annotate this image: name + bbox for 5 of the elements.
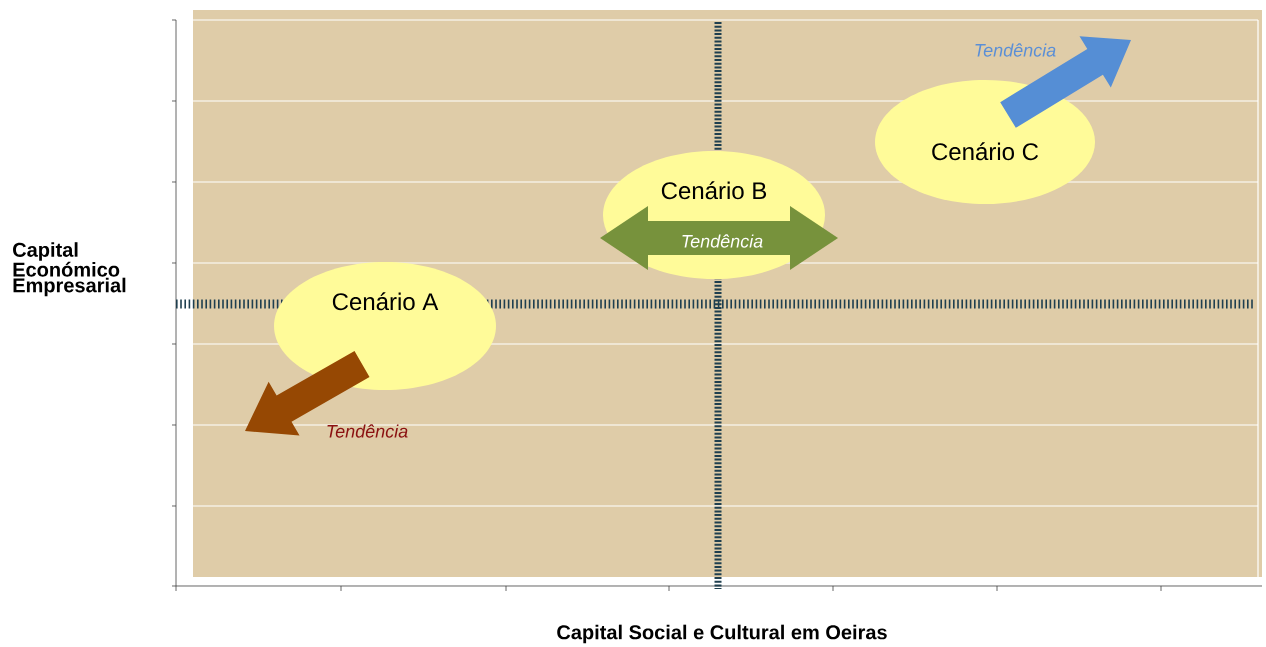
axis-title: Capital Económico Empresarial <box>13 242 126 297</box>
trend-label: Tendência <box>682 234 763 248</box>
axis-title: Capital Social e Cultural em Oeiras <box>557 624 887 644</box>
trend-label: Tendência <box>327 424 408 438</box>
trend-label: Tendência <box>975 43 1056 57</box>
